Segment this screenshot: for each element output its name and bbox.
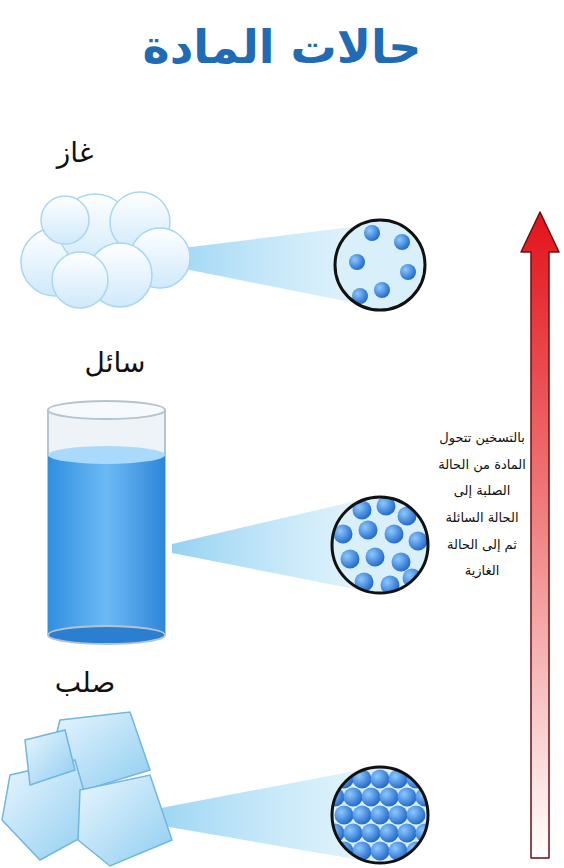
- gas-particles: [335, 220, 425, 310]
- liquid-particles: [332, 497, 428, 595]
- arrow-note: بالتسخين تتحول المادة من الحالة الصلبة إ…: [438, 425, 526, 585]
- state-label: صلب: [30, 665, 140, 701]
- solid-particles: [326, 767, 435, 863]
- page-title: حالات المادة: [0, 18, 564, 78]
- magnify-cone: [140, 770, 360, 860]
- ice-drawing: [2, 712, 172, 866]
- heating-arrow: [521, 212, 559, 858]
- cloud-drawing: [21, 192, 190, 308]
- glass-drawing: [48, 401, 165, 644]
- state-label: سائل: [55, 345, 175, 381]
- state-label: غاز: [20, 135, 130, 171]
